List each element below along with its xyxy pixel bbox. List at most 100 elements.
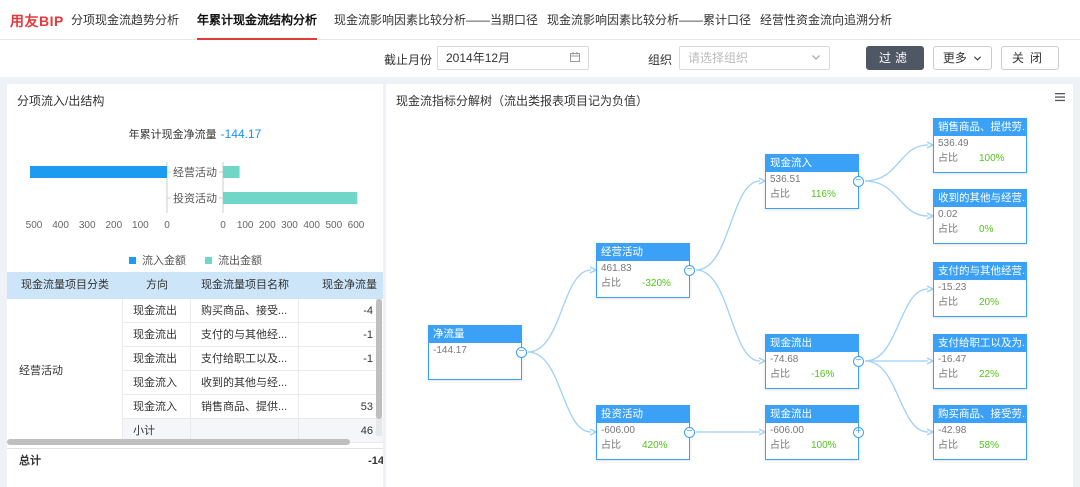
tab-trend-analysis[interactable]: 分项现金流趋势分析	[71, 13, 180, 27]
app-logo: 用友BIP	[10, 13, 64, 29]
node-title: 经营活动	[597, 244, 689, 261]
org-placeholder: 请选择组织	[688, 51, 749, 65]
node-title: 现金流出	[766, 335, 858, 352]
org-select[interactable]: 请选择组织	[679, 46, 830, 70]
row-direction: 现金流出	[123, 323, 191, 347]
tab-flow-trace[interactable]: 经营性资金流向追溯分析	[760, 13, 893, 27]
left-tick-label: 100	[132, 220, 149, 231]
bar-outflow-0[interactable]	[223, 166, 240, 178]
ratio-label: 占比	[601, 278, 621, 289]
node-title: 投资活动	[597, 406, 689, 423]
tab-factor-cumulative[interactable]: 现金流影响因素比较分析——累计口径	[547, 13, 752, 27]
ratio-label: 占比	[938, 297, 958, 308]
row-item-name[interactable]: 购买商品、接受...	[191, 299, 299, 323]
total-value: -14	[368, 455, 383, 467]
legend-outflow: 流出金额	[205, 255, 262, 267]
month-value: 2014年12月	[446, 51, 511, 65]
filter-bar: 截止月份 2014年12月 组织 请选择组织 过滤 更多 关闭	[0, 40, 1080, 77]
total-row: 总计 -14	[7, 448, 383, 472]
node-value: 536.51	[770, 174, 801, 185]
scrollbar-thumb[interactable]	[376, 299, 382, 419]
chevron-down-icon	[811, 47, 821, 69]
node-ratio: -320%	[642, 278, 671, 289]
ratio-label: 占比	[938, 369, 958, 380]
node-ratio: 100%	[979, 153, 1005, 164]
collapse-icon[interactable]: −	[684, 427, 695, 438]
node-value: -16.47	[938, 354, 967, 365]
collapse-icon[interactable]: −	[853, 176, 864, 187]
legend-swatch-outflow	[205, 257, 213, 264]
row-item-name[interactable]: 支付的与其他经...	[191, 323, 299, 347]
node-title: 收到的其他与经营...	[934, 190, 1026, 207]
legend-inflow: 流入金额	[129, 255, 186, 267]
right-tick-label: 100	[237, 220, 254, 231]
tree-link	[864, 360, 929, 433]
bar-inflow-0[interactable]	[30, 166, 168, 178]
ratio-label: 占比	[938, 153, 958, 164]
net-flow-label: 年累计现金净流量	[128, 129, 217, 141]
collapse-icon[interactable]: −	[684, 265, 695, 276]
close-button[interactable]: 关闭	[1001, 46, 1059, 70]
more-label: 更多	[942, 51, 967, 65]
right-tick-label: 400	[303, 220, 320, 231]
node-title: 现金流入	[766, 155, 858, 172]
collapse-icon[interactable]: −	[853, 356, 864, 367]
month-picker[interactable]: 2014年12月	[437, 46, 589, 70]
tab-structure-analysis[interactable]: 年累计现金流结构分析	[197, 0, 318, 40]
total-label: 总计	[19, 455, 41, 467]
tree-link	[864, 144, 929, 182]
right-tick-label: 200	[259, 220, 276, 231]
table-horizontal-scrollbar[interactable]	[7, 439, 350, 445]
row-net-flow: -1	[299, 347, 383, 371]
tab-factor-current[interactable]: 现金流影响因素比较分析——当期口径	[334, 13, 539, 27]
col-header-net-flow: 现金净流量	[299, 272, 383, 299]
month-label: 截止月份	[384, 53, 433, 67]
node-value: -144.17	[433, 345, 467, 356]
row-direction: 现金流出	[123, 347, 191, 371]
more-button[interactable]: 更多	[933, 46, 992, 70]
row-item-name[interactable]: 支付给职工以及...	[191, 347, 299, 371]
row-net-flow: -1	[299, 323, 383, 347]
row-direction: 现金流出	[123, 299, 191, 323]
left-tick-label: 200	[105, 220, 122, 231]
category-label: 投资活动	[173, 191, 217, 205]
row-item-name[interactable]: 销售商品、提供...	[191, 395, 299, 419]
org-label: 组织	[648, 53, 673, 67]
row-item-name[interactable]: 收到的其他与经...	[191, 371, 299, 395]
expand-icon[interactable]: +	[853, 427, 864, 438]
tree-node-op[interactable]: 经营活动 461.83 占比 -320% −	[596, 243, 695, 298]
node-value: 536.49	[938, 138, 969, 149]
node-ratio: 420%	[642, 440, 668, 451]
tree-link	[527, 351, 592, 433]
tree-node-net[interactable]: 净流量-144.17−	[428, 325, 527, 380]
node-ratio: 58%	[979, 440, 1000, 451]
right-tick-label: 600	[348, 220, 365, 231]
left-tick-label: 400	[52, 220, 69, 231]
top-nav: 用友BIP 分项现金流趋势分析 年累计现金流结构分析 现金流影响因素比较分析——…	[0, 0, 1080, 40]
filter-button[interactable]: 过滤	[866, 46, 924, 70]
tree-link	[695, 269, 761, 362]
node-title: 支付给职工以及为...	[934, 335, 1026, 352]
chart-legend: 流入金额 流出金额	[129, 252, 262, 268]
table-vertical-scrollbar[interactable]	[376, 299, 382, 436]
tree-links	[527, 141, 935, 436]
ratio-label: 占比	[938, 224, 958, 235]
bar-outflow-1[interactable]	[223, 192, 358, 204]
chevron-down-icon	[970, 51, 982, 65]
hamburger-icon[interactable]	[1055, 91, 1065, 105]
collapse-icon[interactable]: −	[516, 347, 527, 358]
node-value: 461.83	[601, 263, 632, 274]
left-tick-label: 500	[26, 220, 43, 231]
node-value: -606.00	[770, 425, 804, 436]
